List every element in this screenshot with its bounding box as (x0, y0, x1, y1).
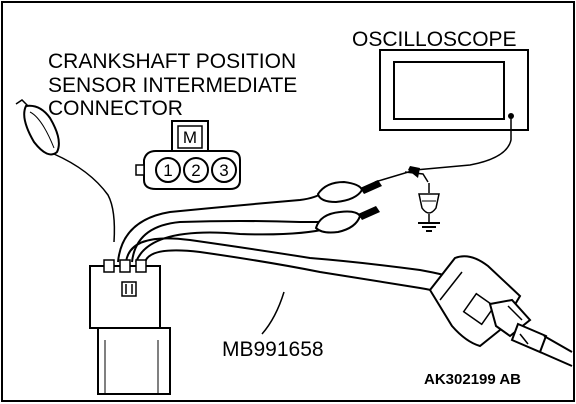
sensor-label-line-2: SENSOR INTERMEDIATE (48, 74, 297, 97)
harness-leader-line (261, 291, 285, 335)
ground-icon (418, 222, 440, 232)
alligator-clip-icon (15, 99, 116, 243)
harness-connector-left (89, 259, 171, 395)
harness-cable (117, 191, 471, 301)
oscilloscope-icon (374, 49, 529, 183)
sensor-label-line-3: CONNECTOR (48, 97, 183, 120)
pin-label-3: 3 (219, 161, 228, 180)
alligator-clip-icon (316, 180, 382, 204)
pin-label-1: 1 (163, 161, 172, 180)
test-lamp-icon (404, 166, 440, 222)
harness-part-number: MB991658 (222, 338, 324, 361)
sensor-label-line-1: CRANKSHAFT POSITION (48, 50, 296, 73)
oscilloscope-label: OSCILLOSCOPE (352, 28, 517, 51)
connector-face-diagram (135, 120, 241, 190)
connector-key-letter: M (183, 128, 197, 147)
figure-code: AK302199 AB (424, 371, 521, 388)
pin-label-2: 2 (191, 161, 200, 180)
connector-plug-icon (428, 255, 573, 367)
alligator-clip-icon (314, 206, 380, 234)
